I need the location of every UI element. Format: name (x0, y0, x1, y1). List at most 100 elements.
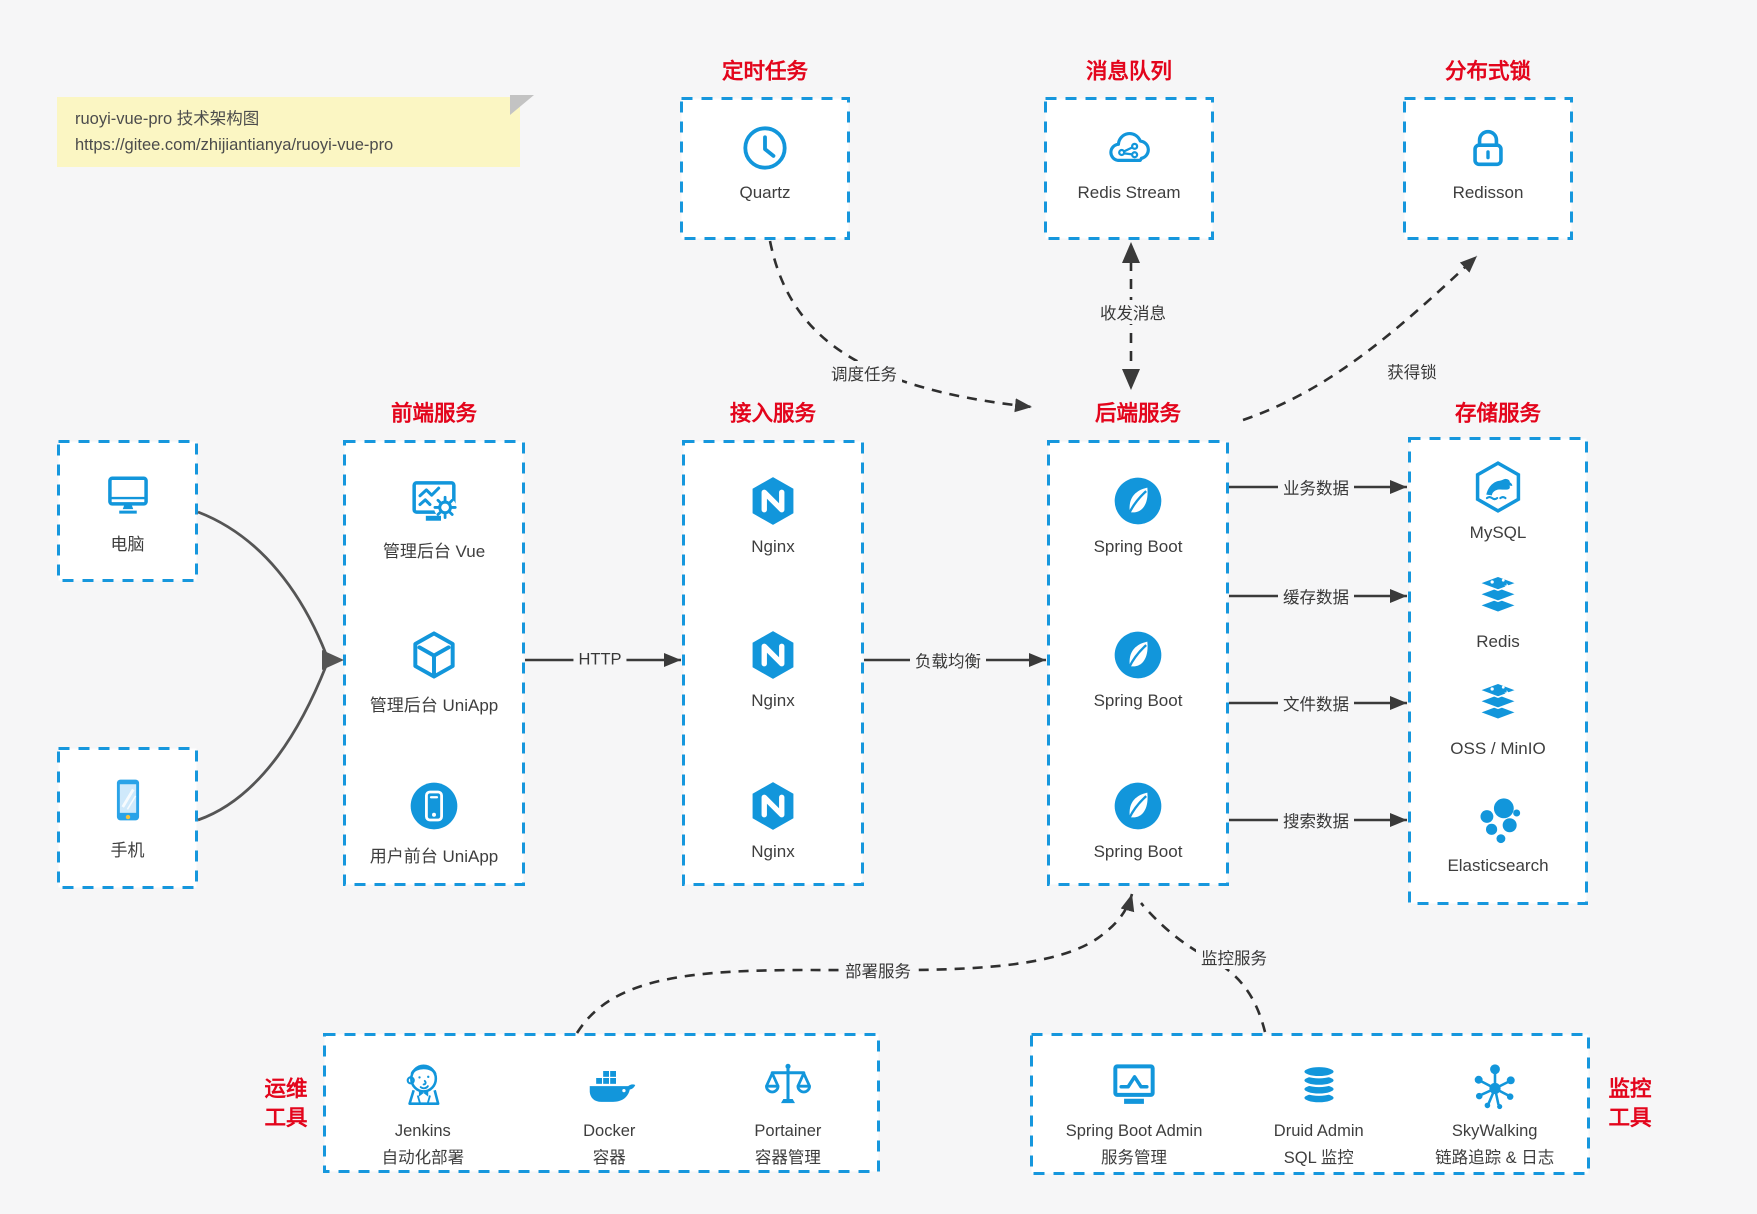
desktop-icon (100, 466, 156, 522)
node-label: Nginx (751, 691, 795, 710)
sticky-note: ruoyi-vue-pro 技术架构图 https://gitee.com/zh… (57, 95, 534, 167)
node-jenkins: Jenkins 自动化部署 (381, 1057, 465, 1172)
node-label: 电脑 (110, 535, 145, 554)
node-user-uniapp: 用户前台 UniApp (343, 778, 525, 867)
lock-icon (1461, 121, 1515, 175)
node-pc: 电脑 (57, 466, 198, 555)
note-url: https://gitee.com/zhijiantianya/ruoyi-vu… (75, 136, 394, 154)
arrowhead-messages-down (1122, 369, 1140, 390)
node-label: Nginx (751, 842, 795, 861)
node-sublabel: SQL 监控 (1283, 1149, 1354, 1167)
edge-pc-to-frontend (197, 510, 328, 655)
node-label: Nginx (751, 537, 795, 556)
node-sublabel: 自动化部署 (381, 1149, 465, 1167)
topology-icon (1467, 1057, 1523, 1113)
mysql-icon (1470, 459, 1526, 515)
spring-boot-icon (1110, 473, 1166, 529)
elasticsearch-icon (1470, 792, 1526, 848)
edge-label-cache-data: 缓存数据 (1278, 584, 1354, 608)
node-label: MySQL (1469, 523, 1527, 542)
node-label: Spring Boot (1093, 691, 1183, 710)
node-label: Redisson (1452, 183, 1524, 202)
node-nginx-3: Nginx (682, 778, 864, 862)
node-label: Redis (1476, 632, 1520, 651)
node-portainer: Portainer 容器管理 (754, 1057, 821, 1172)
scales-icon (760, 1057, 816, 1113)
node-elasticsearch: Elasticsearch (1408, 792, 1588, 876)
node-sublabel: 服务管理 (1101, 1149, 1168, 1167)
spring-boot-icon (1110, 778, 1166, 834)
docker-whale-icon (581, 1057, 637, 1113)
title-ops-tools: 运维 工具 (264, 1075, 307, 1133)
node-mysql: MySQL (1408, 459, 1588, 543)
redis-icon (1470, 568, 1526, 624)
node-druid-admin: Druid Admin SQL 监控 (1274, 1057, 1364, 1172)
group-ops-tools: Jenkins 自动化部署 Docker 容器 Portainer 容器管理 (323, 1033, 880, 1173)
node-redisson: Redisson (1403, 121, 1573, 203)
node-label: Portainer (754, 1122, 822, 1140)
node-label: 手机 (110, 841, 145, 860)
title-message-queue: 消息队列 (1085, 59, 1173, 84)
monitor-chart-icon (1106, 1057, 1162, 1113)
nginx-icon (745, 473, 801, 529)
node-docker: Docker 容器 (581, 1057, 637, 1172)
group-monitor-tools: Spring Boot Admin 服务管理 Druid Admin SQL 监… (1030, 1033, 1590, 1175)
node-admin-vue: 管理后台 Vue (343, 473, 525, 562)
ops-title-line2: 工具 (264, 1106, 308, 1130)
node-sublabel: 链路追踪 & 日志 (1435, 1149, 1555, 1167)
node-label: OSS / MinIO (1450, 739, 1546, 758)
nginx-icon (745, 627, 801, 683)
node-label: SkyWalking (1451, 1122, 1538, 1140)
node-label: Druid Admin (1273, 1122, 1364, 1140)
edge-label-schedule: 调度任务 (826, 361, 902, 385)
title-distributed-lock: 分布式锁 (1444, 59, 1532, 84)
node-spring-boot-1: Spring Boot (1047, 473, 1229, 557)
title-gateway: 接入服务 (729, 401, 817, 426)
ops-title-line1: 运维 (264, 1077, 308, 1101)
node-label: Spring Boot (1093, 842, 1183, 861)
arrowhead-frontend (322, 650, 344, 670)
node-label: Spring Boot (1093, 537, 1183, 556)
edge-label-search-data: 搜索数据 (1278, 808, 1354, 832)
title-frontend: 前端服务 (390, 401, 478, 426)
node-redis: Redis (1408, 568, 1588, 652)
edge-label-load-balance: 负载均衡 (910, 648, 986, 672)
monitor-title-line1: 监控 (1608, 1077, 1652, 1101)
database-icon (1291, 1057, 1347, 1113)
cube-icon (406, 627, 462, 683)
title-monitor-tools: 监控 工具 (1608, 1075, 1651, 1133)
node-nginx-2: Nginx (682, 627, 864, 711)
mobile-app-icon (406, 778, 462, 834)
oss-minio-icon (1470, 675, 1526, 731)
note-title: ruoyi-vue-pro 技术架构图 (75, 110, 260, 128)
node-oss-minio: OSS / MinIO (1408, 675, 1588, 759)
admin-vue-icon (406, 473, 462, 529)
phone-icon (100, 772, 156, 828)
title-backend: 后端服务 (1094, 401, 1182, 426)
node-spring-boot-2: Spring Boot (1047, 627, 1229, 711)
node-admin-uniapp: 管理后台 UniApp (343, 627, 525, 716)
node-label: Jenkins (394, 1122, 451, 1140)
title-storage: 存储服务 (1454, 401, 1542, 426)
edge-phone-to-frontend (197, 665, 328, 822)
edge-label-deploy: 部署服务 (840, 958, 916, 982)
edge-label-monitor: 监控服务 (1196, 945, 1272, 969)
clock-icon (738, 121, 792, 175)
node-quartz: Quartz (680, 121, 850, 203)
node-nginx-1: Nginx (682, 473, 864, 557)
node-spring-boot-admin: Spring Boot Admin 服务管理 (1066, 1057, 1202, 1172)
node-label: 管理后台 UniApp (369, 696, 499, 715)
edge-label-business-data: 业务数据 (1278, 475, 1354, 499)
spring-boot-icon (1110, 627, 1166, 683)
edge-label-file-data: 文件数据 (1278, 691, 1354, 715)
edge-lock (1242, 255, 1478, 422)
node-label: 管理后台 Vue (382, 542, 486, 561)
node-label: Docker (583, 1122, 636, 1140)
node-label: Quartz (739, 183, 791, 202)
edge-label-lock: 获得锁 (1382, 359, 1442, 383)
edge-label-messages: 收发消息 (1095, 300, 1171, 324)
node-skywalking: SkyWalking 链路追踪 & 日志 (1435, 1057, 1554, 1172)
node-spring-boot-3: Spring Boot (1047, 778, 1229, 862)
note-fold-corner (510, 95, 534, 115)
